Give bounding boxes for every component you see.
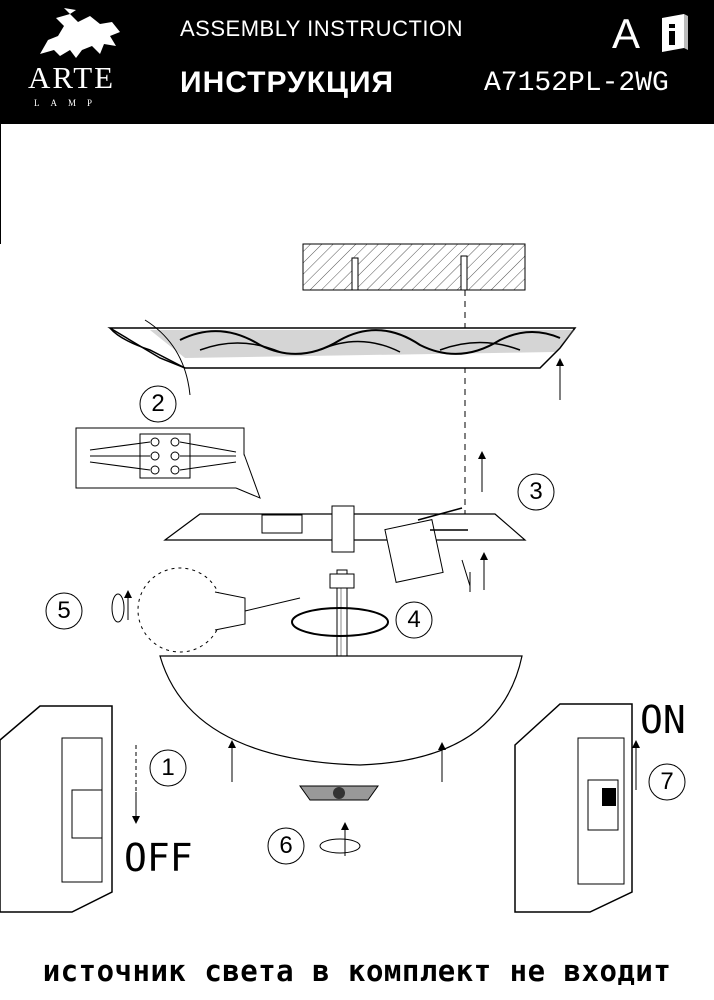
brand-logo: ARTE bbox=[28, 60, 116, 95]
header-bar: ARTE LAMP ASSEMBLY INSTRUCTION ИНСТРУКЦИ… bbox=[0, 0, 714, 124]
model-number: A7152PL-2WG bbox=[484, 68, 669, 99]
manual-letter: A bbox=[612, 10, 641, 57]
frame-edge bbox=[0, 124, 1, 244]
ceiling-block bbox=[302, 243, 526, 291]
step-3-label: 3 bbox=[529, 478, 543, 505]
decorative-canopy bbox=[107, 327, 577, 369]
step-1-label: 1 bbox=[161, 754, 175, 781]
title-russian: ИНСТРУКЦИЯ bbox=[180, 66, 395, 99]
socket-module bbox=[384, 507, 471, 592]
info-book-icon bbox=[662, 14, 688, 52]
brand-subtitle: LAMP bbox=[34, 98, 104, 108]
on-label: ON bbox=[640, 698, 686, 742]
wall-switch-off bbox=[0, 705, 113, 913]
step-2-label: 2 bbox=[151, 390, 165, 417]
bulb-outline bbox=[137, 567, 301, 653]
title-english: ASSEMBLY INSTRUCTION bbox=[180, 16, 464, 41]
footer-note: источник света в комплект не входит bbox=[42, 954, 672, 988]
wall-switch-on bbox=[514, 703, 633, 913]
glass-bowl bbox=[159, 655, 523, 766]
mounting-plate bbox=[163, 505, 527, 553]
wiring-detail bbox=[75, 427, 261, 499]
off-label: OFF bbox=[124, 836, 193, 880]
step-5-label: 5 bbox=[57, 597, 71, 624]
griffin-icon bbox=[40, 8, 120, 58]
step-6-label: 6 bbox=[279, 832, 293, 859]
step-7-label: 7 bbox=[660, 768, 674, 795]
step-4-label: 4 bbox=[407, 606, 421, 633]
finial bbox=[299, 785, 379, 801]
